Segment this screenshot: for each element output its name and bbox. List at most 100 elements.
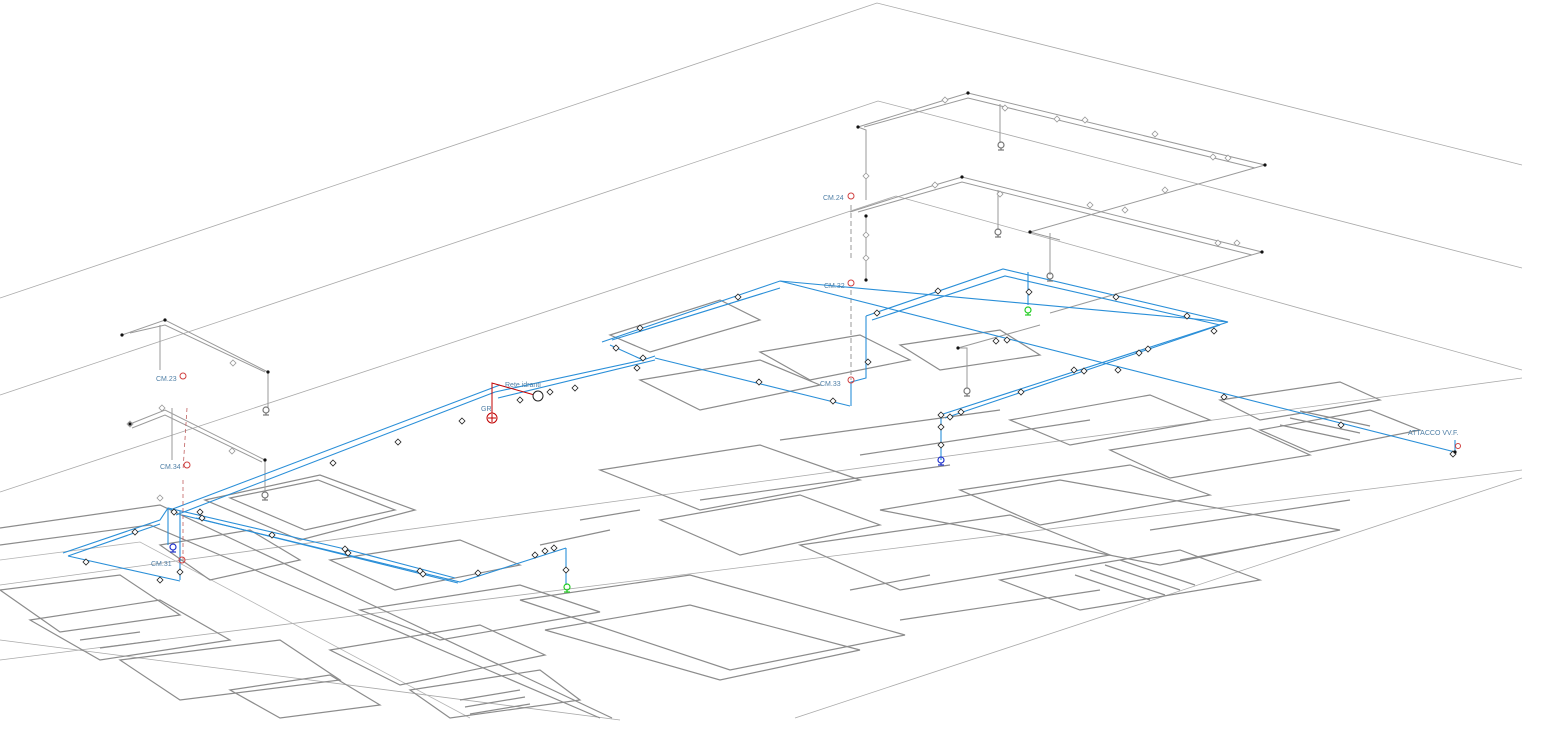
- fitting-icon: [571, 384, 579, 392]
- fitting-icon: [158, 404, 166, 412]
- fitting-icon: [636, 324, 644, 332]
- label-cm24: CM.24: [823, 195, 844, 202]
- pipe-endpoint: [956, 346, 960, 350]
- fitting-icon: [1121, 206, 1129, 214]
- fitting-icon: [268, 531, 276, 539]
- floor-plan-outlines: [0, 299, 1423, 719]
- fitting-icon: [937, 423, 945, 431]
- fitting-icon: [864, 358, 872, 366]
- fitting-icon: [1151, 130, 1159, 138]
- fitting-icon: [862, 231, 870, 239]
- fitting-icon: [612, 344, 620, 352]
- hydrant-icon: [1046, 272, 1054, 282]
- pipe-endpoint: [864, 278, 868, 282]
- fitting-icon: [941, 96, 949, 104]
- fitting-icon: [1017, 388, 1025, 396]
- fitting-icon: [156, 494, 164, 502]
- fitting-icon: [550, 544, 558, 552]
- fitting-icon: [228, 447, 236, 455]
- hydrant-icon: [261, 491, 269, 501]
- fitting-icon: [1224, 154, 1232, 162]
- pipe-endpoint: [266, 370, 270, 374]
- pipe-fittings: [82, 96, 1457, 584]
- fitting-icon: [1210, 327, 1218, 335]
- fitting-icon: [931, 181, 939, 189]
- fitting-icon: [1183, 312, 1191, 320]
- hydrant-icon: [169, 543, 177, 553]
- fitting-icon: [1053, 115, 1061, 123]
- fitting-icon: [1001, 104, 1009, 112]
- label-gr: GR: [481, 406, 492, 413]
- fitting-icon: [1070, 366, 1078, 374]
- valve-icon: [178, 556, 186, 564]
- fitting-icon: [996, 190, 1004, 198]
- fitting-icon: [458, 417, 466, 425]
- fitting-icon: [562, 566, 570, 574]
- fitting-icon: [639, 354, 647, 362]
- fitting-icon: [946, 413, 954, 421]
- pipe-endpoint: [960, 175, 964, 179]
- fitting-icon: [992, 337, 1000, 345]
- valve-icon: [847, 279, 855, 287]
- fitting-icon: [1214, 239, 1222, 247]
- fitting-icon: [474, 569, 482, 577]
- valve-icon: [847, 192, 855, 200]
- fitting-icon: [198, 514, 206, 522]
- hydrants: [169, 141, 1054, 593]
- fitting-icon: [344, 549, 352, 557]
- pipe-endpoint: [120, 333, 124, 337]
- fitting-icon: [1161, 186, 1169, 194]
- pipe-endpoint: [864, 214, 868, 218]
- fitting-icon: [1025, 288, 1033, 296]
- label-rete-idranti: Rete idranti: [505, 382, 541, 389]
- pipe-endpoint: [263, 458, 267, 462]
- fitting-icon: [829, 397, 837, 405]
- fitting-icon: [873, 309, 881, 317]
- pipe-endpoint: [1263, 163, 1267, 167]
- pipe-endpoint: [163, 318, 167, 322]
- fitting-icon: [156, 576, 164, 584]
- hydrant-icon: [1024, 306, 1032, 316]
- fitting-icon: [541, 547, 549, 555]
- fitting-icon: [1081, 116, 1089, 124]
- fitting-icon: [196, 508, 204, 516]
- fitting-icon: [516, 396, 524, 404]
- pipe-endpoint: [856, 125, 860, 129]
- valve-icon: [1455, 443, 1461, 449]
- hydrant-icon: [937, 456, 945, 466]
- fitting-icon: [1209, 153, 1217, 161]
- cm-valve-markers: [178, 192, 1461, 564]
- label-cm32: CM.32: [824, 283, 845, 290]
- fitting-icon: [1112, 293, 1120, 301]
- fitting-icon: [229, 359, 237, 367]
- fitting-icon: [531, 551, 539, 559]
- valve-icon: [532, 390, 544, 402]
- fitting-icon: [1135, 349, 1143, 357]
- pipe-endpoint: [1260, 250, 1264, 254]
- pipe-endpoint: [1028, 230, 1032, 234]
- fitting-icon: [937, 411, 945, 419]
- pipe-endpoints: [120, 91, 1457, 462]
- fitting-icon: [1233, 239, 1241, 247]
- upper-floor-pipes: [121, 92, 1266, 492]
- pipe-endpoint: [1453, 450, 1457, 454]
- fitting-icon: [82, 558, 90, 566]
- fitting-icon: [176, 568, 184, 576]
- label-attacco-vvf: ATTACCO VV.F.: [1408, 430, 1458, 437]
- valve-icon: [183, 461, 191, 469]
- fitting-icon: [1220, 393, 1228, 401]
- fitting-icon: [1114, 366, 1122, 374]
- fitting-icon: [633, 364, 641, 372]
- fitting-icon: [1003, 336, 1011, 344]
- fitting-icon: [755, 378, 763, 386]
- fitting-icon: [862, 172, 870, 180]
- reference-planes: [0, 2, 1523, 721]
- hydrant-icon: [997, 141, 1005, 151]
- fitting-icon: [937, 441, 945, 449]
- fitting-icon: [394, 438, 402, 446]
- pump-group: [486, 382, 544, 424]
- hydrant-icon: [262, 406, 270, 416]
- fitting-icon: [1080, 367, 1088, 375]
